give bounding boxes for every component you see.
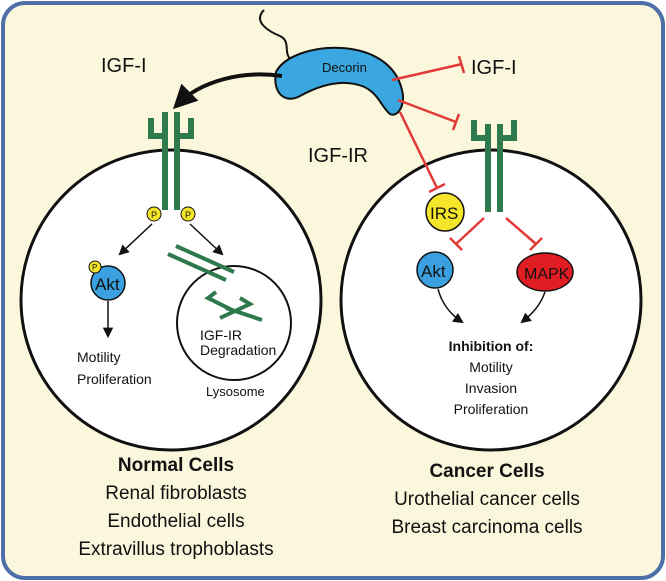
- normal-type-1: Endothelial cells: [107, 511, 244, 532]
- normal-to-akt-arrow: [118, 223, 153, 256]
- decorin-label: Decorin: [322, 60, 367, 75]
- cancer-receptor: [471, 120, 517, 212]
- decorin-shape: [274, 46, 404, 116]
- normal-outcome-line2: Proliferation: [77, 371, 152, 387]
- cancer-mapk-arrow: [520, 291, 546, 324]
- normal-akt-label: Akt: [95, 275, 120, 294]
- normal-receptor: [148, 112, 194, 210]
- igf-ir-label: IGF-IR: [308, 145, 368, 167]
- normal-type-2: Extravillus trophoblasts: [78, 539, 273, 560]
- mapk-label: MAPK: [524, 266, 570, 283]
- igf-right-label: IGF-I: [471, 57, 517, 79]
- cancer-akt-circle: [416, 251, 454, 289]
- phospho-left-label: P: [151, 210, 157, 220]
- normal-to-lysosome-arrow: [189, 223, 224, 256]
- lysosome-degradation-line2: Degradation: [200, 342, 276, 358]
- cancer-akt-arrow: [437, 288, 464, 324]
- lysosome-circle: [176, 265, 292, 381]
- inhibit-igf-line: [391, 62, 463, 82]
- cancer-type-0: Urothelial cancer cells: [394, 489, 580, 510]
- lysosome-degradation-line1: IGF-IR: [200, 327, 242, 343]
- irs-circle: [425, 192, 465, 232]
- cancer-inhibition-lines: [449, 217, 543, 251]
- inhibit-irs-bar: [428, 182, 446, 194]
- cancer-title: Cancer Cells: [429, 461, 544, 482]
- inhibit-igf-bar: [457, 55, 466, 74]
- normal-outcome-line1: Motility: [77, 349, 121, 365]
- normal-type-0: Renal fibroblasts: [105, 483, 247, 504]
- phospho-right-label: P: [185, 210, 191, 220]
- inhibition-title: Inhibition of:: [449, 338, 534, 354]
- igf-left-label: IGF-I: [101, 55, 147, 77]
- decorin-tail: [259, 9, 293, 61]
- inhibit-receptor-bar: [451, 113, 461, 131]
- phospho-left-circle: [146, 206, 162, 222]
- mapk-ellipse: [516, 252, 574, 292]
- inhibition-item-2: Proliferation: [454, 401, 529, 417]
- phospho-right-circle: [180, 206, 196, 222]
- cancer-akt-label: Akt: [421, 262, 446, 281]
- decorin-to-normal-arrow: [172, 72, 283, 110]
- normal-akt-phospho-circle: [88, 260, 102, 274]
- inhibit-receptor-line: [397, 98, 457, 124]
- inhibit-irs-line: [398, 111, 439, 189]
- inhibition-item-1: Invasion: [465, 380, 517, 396]
- normal-akt-circle: [90, 265, 126, 301]
- lysosome-label: Lysosome: [206, 384, 265, 399]
- inhibition-lines: [391, 55, 466, 194]
- normal-akt-phospho-label: P: [92, 263, 97, 272]
- inhibition-item-0: Motility: [469, 359, 513, 375]
- normal-title: Normal Cells: [118, 455, 234, 476]
- degraded-receptor-fragments: [167, 244, 263, 322]
- irs-label: IRS: [430, 204, 458, 223]
- cancer-type-1: Breast carcinoma cells: [391, 517, 582, 538]
